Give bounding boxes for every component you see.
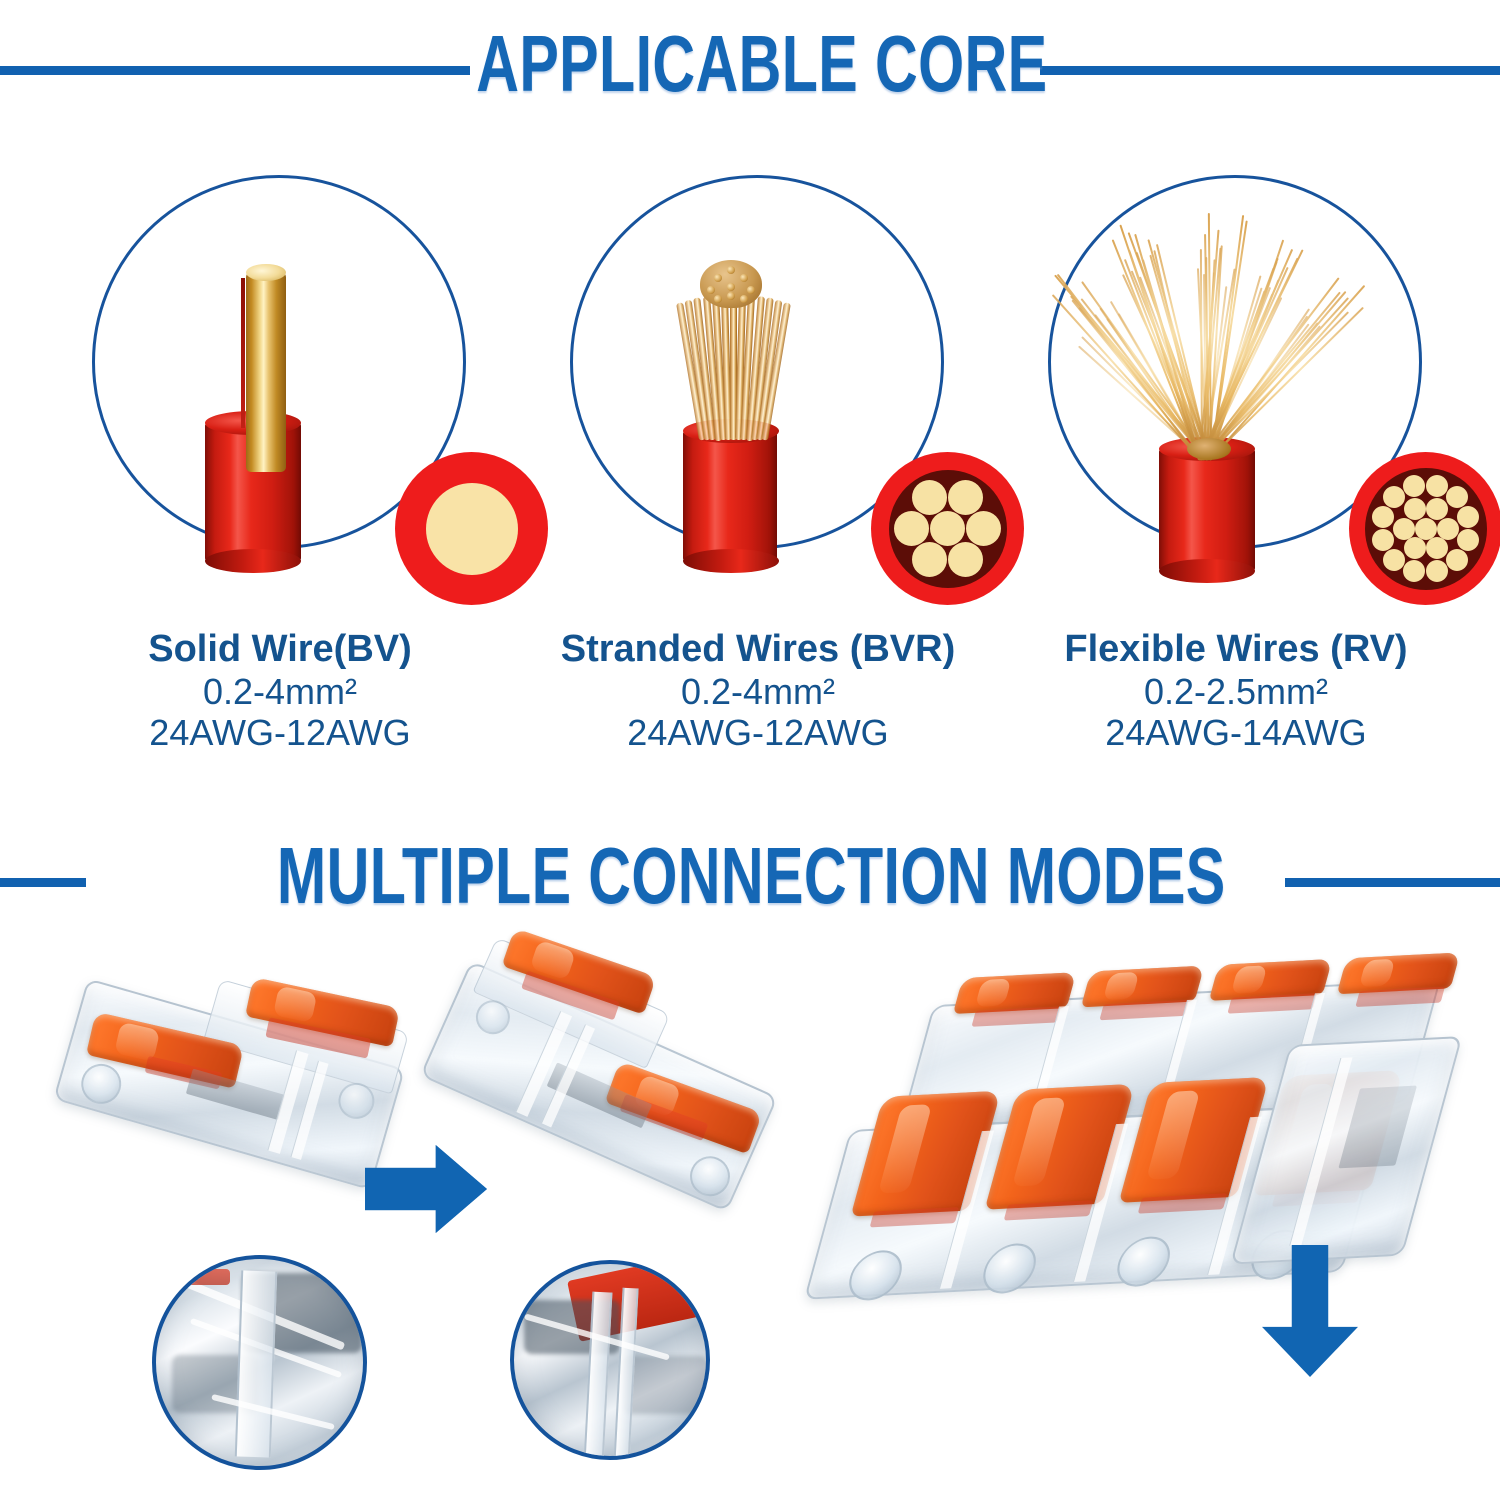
wire-caption-solid: Solid Wire(BV) 0.2-4mm² 24AWG-12AWG (35, 628, 525, 753)
lever-highlight (1103, 971, 1140, 1000)
section-title-applicable-core: APPLICABLE CORE (476, 19, 1048, 108)
wire-area: 0.2-2.5mm² (1143, 671, 1329, 713)
wire-caption-stranded: Stranded Wires (BVR) 0.2-4mm² 24AWG-12AW… (513, 628, 1003, 753)
connection-mode-inline-splice (0, 927, 790, 1490)
detail-inset-left (152, 1255, 367, 1470)
cross-section-strand (1392, 517, 1415, 540)
wire-area: 0.2-4mm² (202, 671, 358, 713)
lever-highlight (272, 985, 318, 1023)
stranded-copper-bundle (676, 278, 791, 441)
header-rule-right (1285, 878, 1500, 887)
cross-section-strand-group (1349, 452, 1500, 605)
cross-section-strand-group (871, 452, 1024, 605)
cross-section-strand (1383, 548, 1406, 571)
solid-wire-illustration (35, 160, 525, 780)
copper-strand (730, 290, 737, 440)
cross-section-strand (1445, 486, 1468, 509)
cross-section-strand (1425, 536, 1448, 559)
strand-cut-tip (727, 292, 735, 300)
cross-section-strand (1403, 560, 1426, 583)
cross-section-strand (966, 511, 1001, 546)
cross-section-strand (1425, 498, 1448, 521)
connection-mode-ganged-stack (800, 952, 1463, 1380)
wire-awg: 24AWG-14AWG (1105, 712, 1367, 754)
detail-inset-right (510, 1260, 710, 1460)
stranded-wire-illustration (513, 160, 1003, 780)
flexible-bundle-base (1187, 438, 1231, 460)
flexible-wire-illustration (991, 160, 1481, 780)
lever-highlight (1145, 1089, 1201, 1181)
jacket-slit (241, 278, 245, 428)
inset-housing-pillar (234, 1270, 278, 1458)
wire-title: Solid Wire(BV) (148, 628, 412, 670)
wire-awg: 24AWG-12AWG (149, 712, 411, 754)
lever-connector-b[interactable] (381, 892, 820, 1285)
wire-jacket (1159, 437, 1255, 583)
wire-type-panel-solid-wire: Solid Wire(BV) 0.2-4mm² 24AWG-12AWG (35, 160, 548, 780)
cross-section-solid (395, 452, 548, 605)
cross-section-strand (948, 542, 983, 578)
cross-section-strand (1456, 506, 1479, 529)
wire-awg: 24AWG-12AWG (627, 712, 889, 754)
cross-section-core (425, 482, 518, 575)
solid-copper-core (246, 264, 286, 472)
cross-section-strand (948, 479, 983, 515)
cross-section-strand (1445, 548, 1468, 571)
cross-section-strand (1425, 474, 1448, 497)
wire-title: Stranded Wires (BVR) (560, 628, 956, 670)
cross-section-strand (1436, 517, 1459, 540)
lever-highlight (1011, 1096, 1067, 1188)
wire-title: Flexible Wires (RV) (1064, 628, 1408, 670)
cross-section-strand (894, 511, 929, 546)
wire-type-panel-stranded-wires: Stranded Wires (BVR) 0.2-4mm² 24AWG-12AW… (513, 160, 1024, 780)
strand-cut-tip (714, 295, 722, 303)
strand-cut-tip (707, 286, 715, 294)
lever-highlight (1359, 958, 1396, 987)
cross-section-strand (912, 479, 947, 515)
cross-section-strand (1457, 528, 1480, 551)
strand-cut-tip (747, 286, 755, 294)
cross-section-strand (1403, 498, 1426, 521)
cross-section-flexible (1349, 452, 1500, 605)
lever-highlight (1231, 965, 1268, 994)
wire-type-panel-flexible-wires: Flexible Wires (RV) 0.2-2.5mm² 24AWG-14A… (991, 160, 1500, 780)
cross-section-strand (1425, 559, 1448, 582)
cross-section-strand (1403, 475, 1426, 498)
flexible-strand-group (1051, 200, 1366, 461)
cross-section-strand (930, 511, 965, 546)
header-rule-right (1040, 66, 1500, 75)
cross-section-strand (1414, 517, 1437, 540)
cross-section-strand (1371, 506, 1394, 529)
strand-tip-group (700, 260, 762, 308)
cross-section-strand (912, 542, 947, 578)
strand-cut-tip (714, 274, 722, 282)
inset-red-label (186, 1269, 230, 1285)
header-rule-left (0, 66, 470, 75)
lever-highlight (975, 978, 1012, 1007)
inset-shadow (622, 1356, 706, 1414)
wire-caption-flexible: Flexible Wires (RV) 0.2-2.5mm² 24AWG-14A… (991, 628, 1481, 753)
section-title-multiple-connection-modes: MULTIPLE CONNECTION MODES (276, 831, 1226, 920)
cross-section-stranded (871, 452, 1024, 605)
strand-cut-tip (727, 283, 735, 291)
lever-highlight (114, 1021, 161, 1062)
cross-section-strand (1372, 528, 1395, 551)
strand-cut-tip (740, 295, 748, 303)
strand-cut-tip (727, 266, 735, 274)
wire-area: 0.2-4mm² (680, 671, 836, 713)
lever-highlight (877, 1103, 933, 1194)
strand-cut-tip (740, 274, 748, 282)
cross-section-strand (1383, 486, 1406, 509)
wire-jacket (683, 419, 779, 573)
header-rule-left (0, 878, 86, 887)
cross-section-strand (1403, 536, 1426, 559)
